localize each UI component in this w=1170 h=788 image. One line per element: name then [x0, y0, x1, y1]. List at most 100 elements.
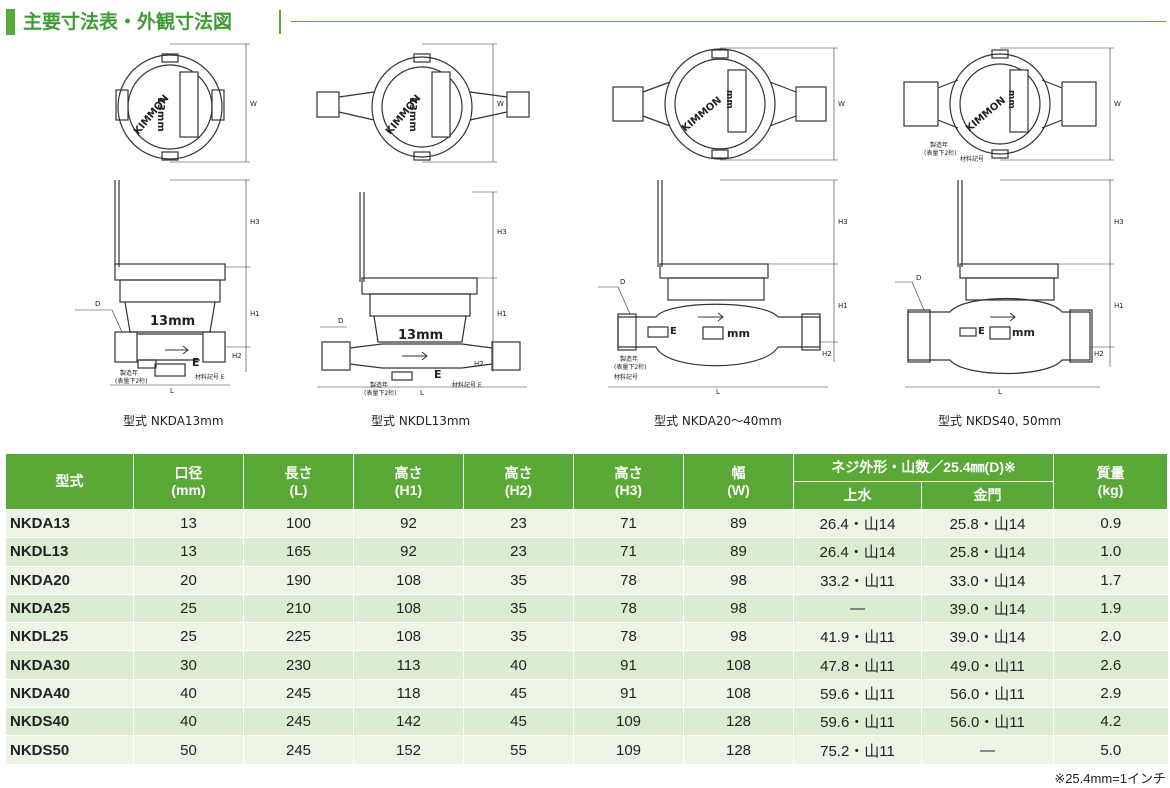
table-cell: 225 [243, 622, 354, 652]
nkdl13-dim-h1: H1 [497, 310, 507, 318]
nkda20-letter-e: E [670, 326, 677, 337]
nkda20-front-size: mm [727, 327, 750, 340]
table-cell: 128 [683, 735, 794, 765]
nkda20-dim-w: W [838, 100, 845, 108]
table-cell-model: NKDA25 [5, 594, 134, 624]
nkds40-dim-h2: H2 [1094, 350, 1104, 358]
table-cell: 71 [573, 537, 684, 567]
nkdl13-top-size: 13mm [407, 97, 418, 132]
table-cell: 25.8・山14 [920, 509, 1054, 539]
table-cell: 0.9 [1053, 509, 1168, 539]
nkda13-front-size: 13mm [150, 314, 196, 329]
table-cell: 109 [573, 735, 684, 765]
table-cell-model: NKDA40 [5, 679, 134, 709]
drawing-nkda20-40-svg [598, 47, 838, 388]
th-length: 長さ(L) [243, 453, 354, 510]
nkds40-dim-h3: H3 [1114, 218, 1124, 226]
table-cell: 210 [243, 594, 354, 624]
nkdl13-dim-h3: H3 [497, 228, 507, 236]
table-cell: 30 [133, 650, 244, 680]
table-cell: 59.6・山11 [793, 679, 922, 709]
nkdl13-letter-e: E [434, 368, 442, 381]
table-cell-model: NKDA30 [5, 650, 134, 680]
nkda13-dim-l: L [170, 387, 174, 395]
table-cell-model: NKDL13 [5, 537, 134, 567]
table-cell: 108 [353, 622, 464, 652]
table-cell: 1.0 [1053, 537, 1168, 567]
header-separator [279, 10, 281, 34]
caption-nkds40-50: 型式 NKDS40, 50mm [938, 414, 1062, 428]
nkds40-dim-l: L [998, 388, 1002, 396]
table-cell: 190 [243, 566, 354, 595]
table-cell: 98 [683, 566, 794, 595]
table-cell: 78 [573, 566, 684, 595]
table-cell: 33.2・山11 [793, 566, 922, 595]
caption-nkda13: 型式 NKDA13mm [123, 414, 224, 428]
table-cell: 78 [573, 622, 684, 652]
table-cell: 2.6 [1053, 650, 1168, 680]
header-rule [291, 21, 1166, 22]
table-cell: 78 [573, 594, 684, 624]
nkda13-note-year: 製造年 [120, 370, 139, 377]
table-cell: ― [920, 735, 1054, 765]
th-mass: 質量(kg) [1053, 453, 1169, 510]
table-cell: 75.2・山11 [793, 735, 922, 765]
nkda20-note-year-sub: (表量下2桁) [614, 364, 647, 371]
nkda13-dim-h1: H1 [250, 310, 260, 318]
table-cell: 1.9 [1053, 594, 1168, 624]
table-cell: 118 [353, 679, 464, 709]
nkds40-dim-d: D [916, 274, 922, 282]
table-cell: 59.6・山11 [793, 707, 922, 737]
table-cell: 55 [463, 735, 574, 765]
nkda20-note-year: 製造年 [620, 356, 639, 363]
nkda13-dim-w: W [250, 100, 257, 108]
nkda20-note-material: 材料記号 [614, 374, 639, 381]
table-cell: 128 [683, 707, 794, 737]
table-cell: 108 [353, 566, 464, 595]
th-model: 型式 [5, 453, 134, 510]
table-cell: 152 [353, 735, 464, 765]
section-header: 主要寸法表・外観寸法図 [6, 8, 1166, 36]
table-cell: 23 [463, 537, 574, 567]
table-cell-model: NKDA13 [5, 509, 134, 539]
table-cell: 113 [353, 650, 464, 680]
drawing-nkda13: KIMMON 13mm 13mm E W H3 H1 H2 L D 製造年 (表… [70, 42, 310, 402]
table-cell: 56.0・山11 [920, 707, 1054, 737]
table-cell: 13 [133, 537, 244, 567]
table-cell-model: NKDS50 [5, 735, 134, 765]
table-cell: 91 [573, 650, 684, 680]
table-cell-model: NKDL25 [5, 622, 134, 652]
nkds40-dim-h1: H1 [1114, 302, 1124, 310]
th-thread-gate: 金門 [920, 481, 1055, 510]
spec-table: 型式 口径(mm) 長さ(L) 高さ(H1) 高さ(H2) 高さ(H3) 幅(W… [5, 453, 1169, 765]
table-cell: 108 [353, 594, 464, 624]
table-cell: ― [793, 594, 922, 624]
table-cell: 98 [683, 594, 794, 624]
table-cell: 25 [133, 622, 244, 652]
nkds40-top-size: mm [1006, 90, 1016, 109]
nkds40-note-year-sub: (表量下2桁) [924, 150, 957, 157]
table-cell: 4.2 [1053, 707, 1168, 737]
table-cell: 23 [463, 509, 574, 539]
nkda13-dim-d: D [95, 300, 101, 308]
nkdl13-dim-w: W [497, 100, 504, 108]
table-cell: 39.0・山14 [920, 594, 1054, 624]
table-cell: 35 [463, 566, 574, 595]
nkdl13-dim-h2: H2 [474, 360, 484, 368]
drawing-nkda20-40: KIMMON mm mm E W H3 H1 H2 L D 製造年 (表量下2桁… [588, 42, 848, 402]
table-cell: 71 [573, 509, 684, 539]
nkda13-note-year-sub: (表量下2桁) [115, 378, 148, 385]
table-cell: 165 [243, 537, 354, 567]
table-cell: 245 [243, 735, 354, 765]
footnote: ※25.4mm=1インチ [1054, 771, 1166, 786]
table-cell: 91 [573, 679, 684, 709]
nkds40-note-material: 材料記号 [960, 156, 985, 163]
table-cell: 35 [463, 622, 574, 652]
table-cell: 40 [133, 707, 244, 737]
table-cell: 98 [683, 622, 794, 652]
table-cell: 33.0・山14 [920, 566, 1054, 595]
nkda13-letter-e: E [192, 356, 200, 369]
table-cell: 89 [683, 537, 794, 567]
